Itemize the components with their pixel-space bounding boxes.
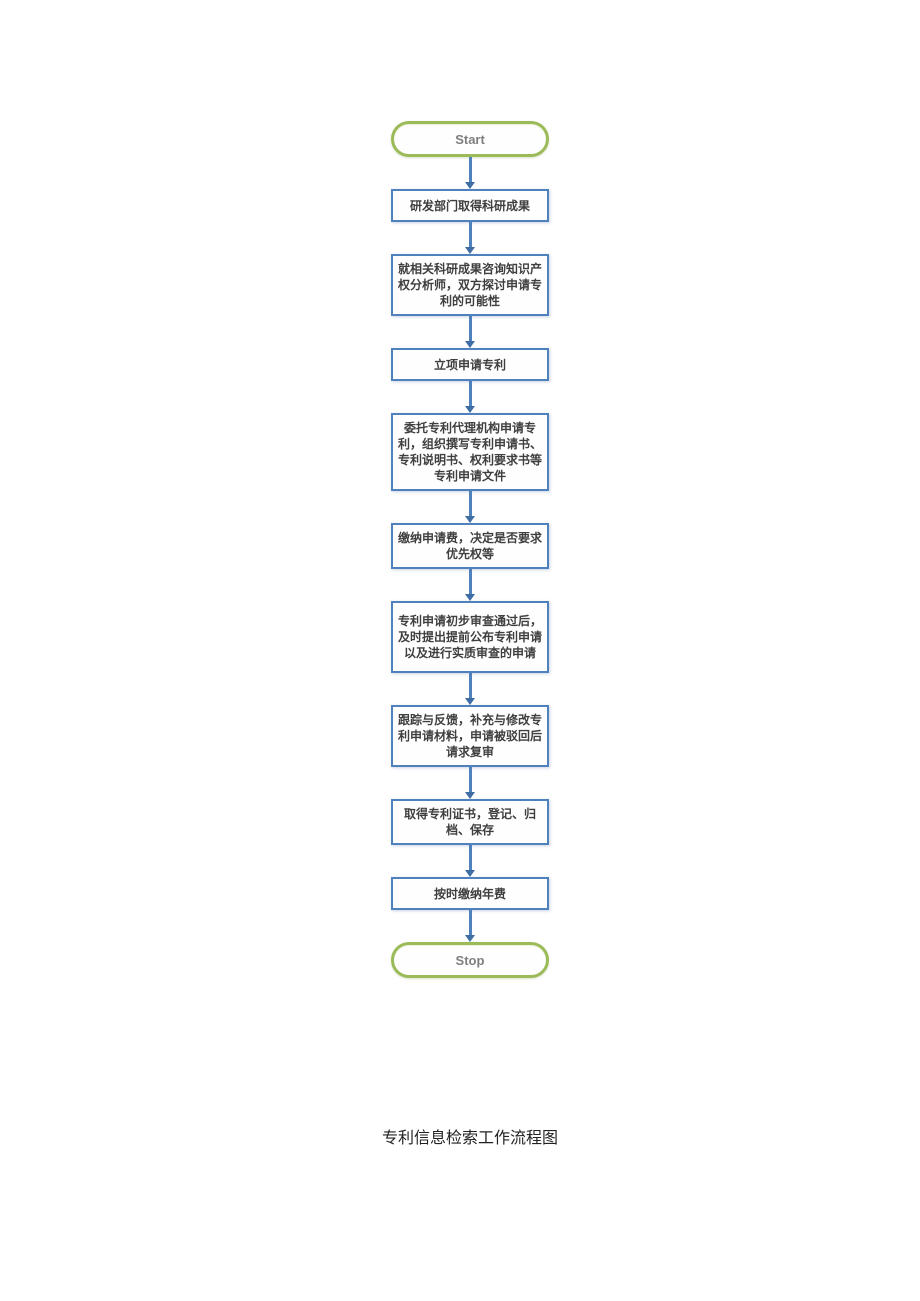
arrow-head-icon xyxy=(465,792,475,799)
flow-node-start-label: Start xyxy=(455,131,485,147)
flow-step-6: 专利申请初步审查通过后，及时提出提前公布专利申请以及进行实质审查的申请 xyxy=(391,601,549,673)
flow-step-2: 就相关科研成果咨询知识产权分析师，双方探讨申请专利的可能性 xyxy=(391,254,549,316)
arrow-head-icon xyxy=(465,341,475,348)
down-arrow xyxy=(465,910,475,942)
flow-step-4-label: 委托专利代理机构申请专利，组织撰写专利申请书、专利说明书、权利要求书等专利申请文… xyxy=(398,421,543,483)
flow-step-3: 立项申请专利 xyxy=(391,348,549,381)
figure-caption: 专利信息检索工作流程图 xyxy=(381,1130,558,1147)
arrow-head-icon xyxy=(465,516,475,523)
down-arrow xyxy=(465,673,475,705)
arrow-shaft xyxy=(468,569,472,594)
flow-step-1-label: 研发部门取得科研成果 xyxy=(409,198,530,213)
flow-step-5: 缴纳申请费，决定是否要求优先权等 xyxy=(391,523,549,569)
down-arrow xyxy=(465,845,475,877)
flow-step-8-label: 取得专利证书，登记、归档、保存 xyxy=(403,807,536,837)
arrow-shaft xyxy=(468,491,472,516)
flow-node-stop-label: Stop xyxy=(455,952,485,968)
flow-step-9: 按时缴纳年费 xyxy=(391,877,549,910)
arrow-shaft xyxy=(468,910,472,935)
arrow-head-icon xyxy=(465,182,475,189)
arrow-head-icon xyxy=(465,406,475,413)
flow-step-3-label: 立项申请专利 xyxy=(433,357,506,372)
arrow-head-icon xyxy=(465,698,475,705)
arrow-shaft xyxy=(468,845,472,870)
down-arrow xyxy=(465,381,475,413)
flow-step-9-label: 按时缴纳年费 xyxy=(433,886,506,901)
arrow-shaft xyxy=(468,316,472,341)
flow-step-7: 跟踪与反馈，补充与修改专利申请材料，申请被驳回后请求复审 xyxy=(391,705,549,767)
arrow-head-icon xyxy=(465,935,475,942)
patent-application-flowchart: Start 研发部门取得科研成果 就相关科研成果咨询知识产权分析师，双方探讨申请… xyxy=(391,121,549,978)
flow-step-7-label: 跟踪与反馈，补充与修改专利申请材料，申请被驳回后请求复审 xyxy=(398,713,543,759)
flow-step-4: 委托专利代理机构申请专利，组织撰写专利申请书、专利说明书、权利要求书等专利申请文… xyxy=(391,413,549,491)
flow-step-2-label: 就相关科研成果咨询知识产权分析师，双方探讨申请专利的可能性 xyxy=(398,262,543,308)
down-arrow xyxy=(465,767,475,799)
down-arrow xyxy=(465,491,475,523)
flow-step-1: 研发部门取得科研成果 xyxy=(391,189,549,222)
flow-node-start: Start xyxy=(391,121,549,157)
arrow-head-icon xyxy=(465,247,475,254)
flow-step-6-label: 专利申请初步审查通过后，及时提出提前公布专利申请以及进行实质审查的申请 xyxy=(398,614,543,660)
arrow-shaft xyxy=(468,767,472,792)
flow-step-8: 取得专利证书，登记、归档、保存 xyxy=(391,799,549,845)
down-arrow xyxy=(465,222,475,254)
arrow-shaft xyxy=(468,222,472,247)
flow-step-5-label: 缴纳申请费，决定是否要求优先权等 xyxy=(398,531,543,561)
arrow-shaft xyxy=(468,157,472,182)
down-arrow xyxy=(465,316,475,348)
down-arrow xyxy=(465,569,475,601)
down-arrow xyxy=(465,157,475,189)
arrow-head-icon xyxy=(465,870,475,877)
arrow-shaft xyxy=(468,673,472,698)
flow-node-stop: Stop xyxy=(391,942,549,978)
arrow-head-icon xyxy=(465,594,475,601)
arrow-shaft xyxy=(468,381,472,406)
